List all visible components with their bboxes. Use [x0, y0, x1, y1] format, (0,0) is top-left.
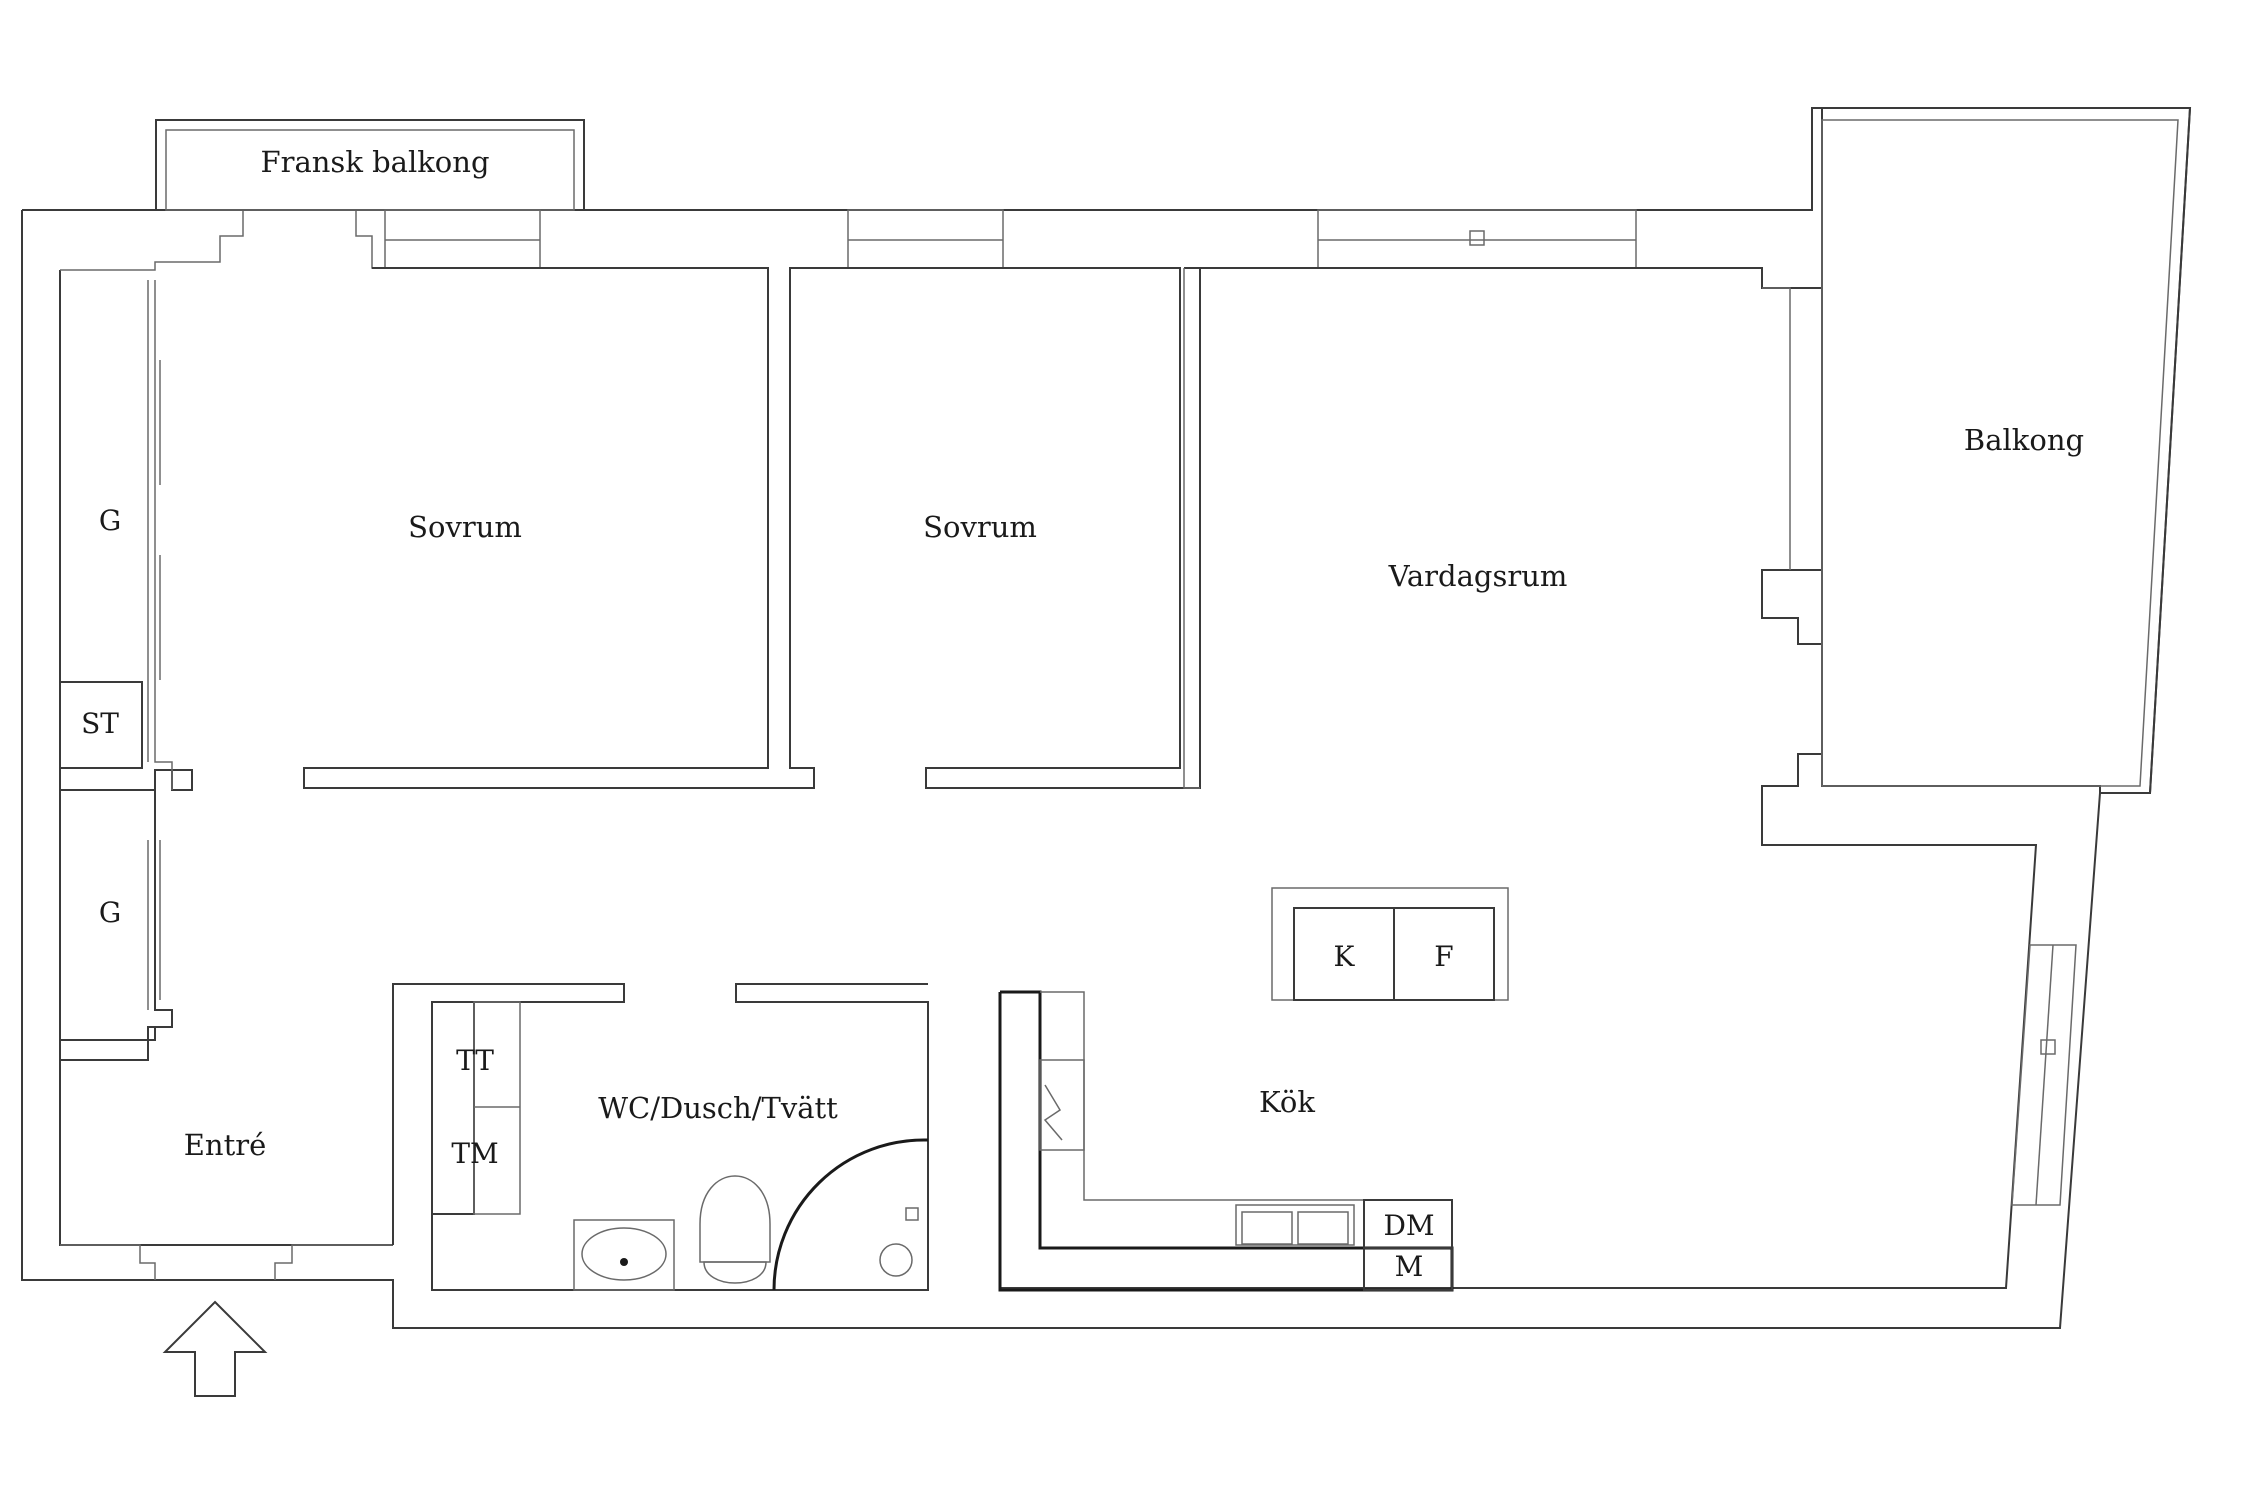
label-kyl: K — [1334, 940, 1356, 973]
label-garderob-2: G — [99, 896, 121, 929]
label-m: M — [1395, 1250, 1424, 1283]
bathroom-walls — [392, 983, 929, 1291]
label-frys: F — [1434, 940, 1453, 973]
balcony — [1812, 107, 2192, 794]
label-kok: Kök — [1259, 1085, 1315, 1119]
label-tt: TT — [456, 1044, 494, 1077]
label-stad: ST — [81, 707, 119, 740]
label-sovrum-2: Sovrum — [923, 510, 1037, 544]
entrance-arrow-icon — [162, 1300, 268, 1397]
bedroom-1-walls — [303, 267, 1201, 789]
label-fransk-balkong: Fransk balkong — [260, 145, 489, 179]
label-dm: DM — [1383, 1209, 1434, 1242]
french-balcony — [155, 119, 585, 211]
label-balkong: Balkong — [1964, 423, 2084, 457]
outer-walls — [21, 107, 2192, 1329]
label-wc: WC/Dusch/Tvätt — [598, 1091, 838, 1125]
kitchen — [998, 887, 1509, 1292]
living-room-walls — [1000, 267, 2038, 1289]
label-tm: TM — [451, 1137, 498, 1170]
label-garderob-1: G — [99, 504, 121, 537]
windows-top — [384, 209, 1637, 269]
window-right — [2011, 944, 2077, 1206]
closets-left — [59, 280, 393, 1280]
label-vardagsrum: Vardagsrum — [1388, 559, 1568, 593]
label-entre: Entré — [184, 1128, 267, 1162]
label-sovrum-1: Sovrum — [408, 510, 522, 544]
